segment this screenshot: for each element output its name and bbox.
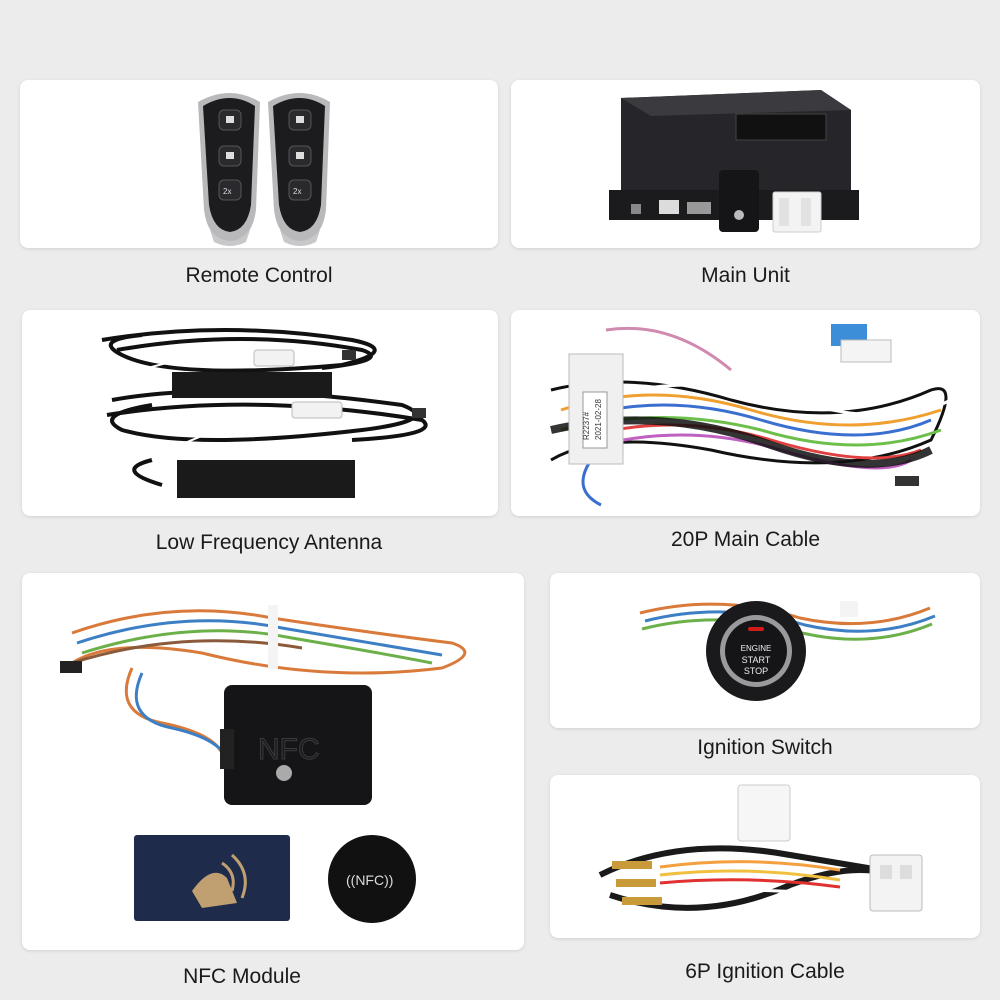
cable-tag-line1: R2237# (582, 411, 591, 440)
low-frequency-antenna-label: Low Frequency Antenna (155, 531, 383, 554)
button-text-line2: START (742, 655, 771, 665)
button-text-line1: ENGINE (741, 644, 772, 653)
nfc-module-label: NFC Module (183, 965, 301, 988)
nfc-module-image: NFC ((NFC)) (60, 605, 467, 923)
main-unit-card (511, 80, 980, 248)
main-cable-20p-label: 20P Main Cable (670, 528, 821, 551)
key-fob-right: 2x (268, 93, 330, 246)
ignition-switch-image: ENGINE START STOP (639, 601, 936, 701)
remote-control-card: 2x 2x (20, 80, 498, 248)
remote-badge-left: 2x (223, 187, 231, 196)
key-fob-left: 2x (198, 93, 260, 246)
remote-control-label: Remote Control (185, 264, 333, 287)
remote-control-image: 2x 2x (198, 93, 330, 246)
cable-tag-line2: 2021-02-28 (594, 399, 603, 440)
main-cable-20p-card: R2237# 2021-02-28 (511, 310, 980, 516)
button-text-line3: STOP (744, 666, 768, 676)
main-cable-20p-image: R2237# 2021-02-28 (550, 324, 952, 507)
ignition-cable-6p-label: 6P Ignition Cable (685, 960, 845, 983)
ignition-switch-card: ENGINE START STOP (550, 573, 980, 728)
main-unit-label: Main Unit (701, 264, 790, 287)
ignition-cable-6p-card (550, 775, 980, 938)
nfc-tag-text: ((NFC)) (346, 872, 393, 888)
nfc-module-text: NFC (258, 733, 320, 766)
low-frequency-antenna-card (22, 310, 498, 516)
ignition-cable-6p-image (598, 784, 923, 912)
ignition-switch-label: Ignition Switch (697, 736, 833, 759)
main-unit-image (609, 90, 859, 233)
low-frequency-antenna-image (101, 328, 428, 498)
nfc-module-card: NFC ((NFC)) (22, 573, 524, 950)
remote-badge-right: 2x (293, 187, 301, 196)
